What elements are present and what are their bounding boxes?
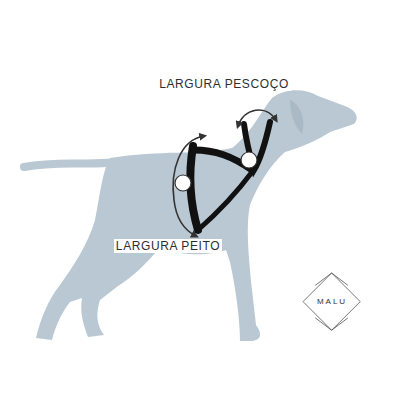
logo-badge: MALU: [302, 272, 361, 331]
neck-measure-arrow: [238, 110, 276, 126]
chest-measure-point: [175, 175, 191, 191]
dog-silhouette: [36, 90, 357, 341]
dog-tail: [24, 162, 114, 167]
chest-measure-arrow: [173, 136, 204, 236]
harness-front: [198, 172, 252, 230]
chest-width-label: LARGURA PEITO: [114, 239, 222, 253]
logo-text: MALU: [316, 297, 348, 306]
harness-chest-band: [190, 146, 198, 230]
neck-measure-point: [241, 152, 257, 168]
neck-width-label: LARGURA PESCOÇO: [157, 77, 291, 91]
dog-ear: [290, 100, 303, 134]
